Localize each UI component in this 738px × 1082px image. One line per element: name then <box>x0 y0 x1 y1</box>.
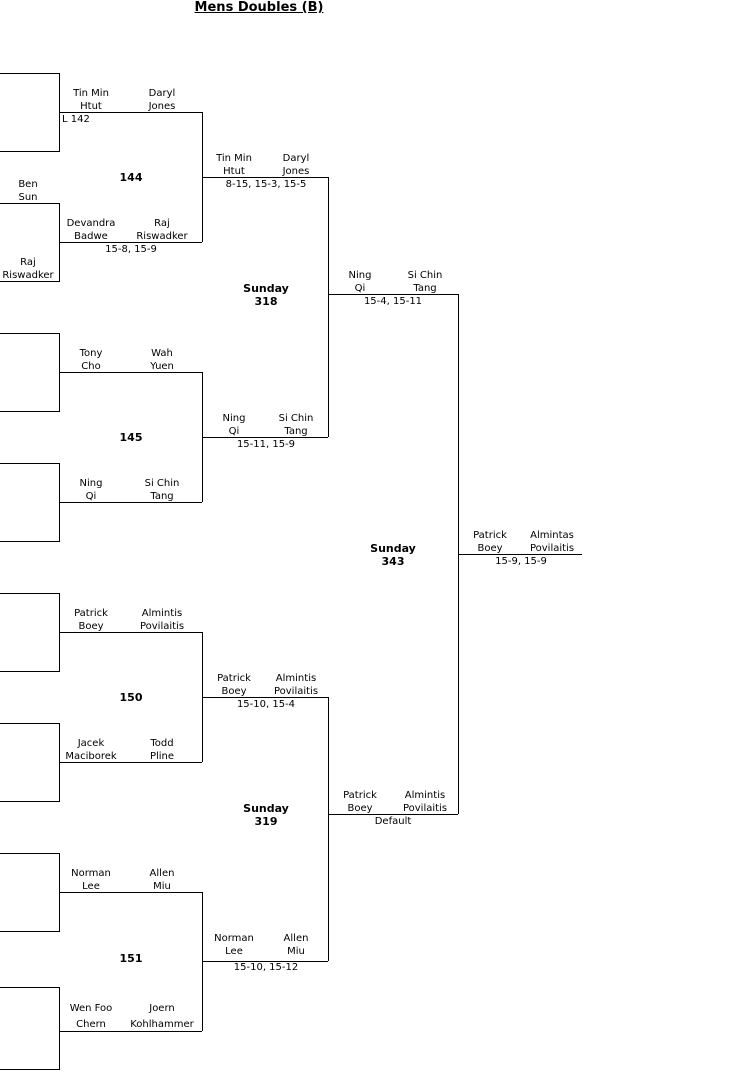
player-name: Almintis Povilaitis <box>139 608 185 632</box>
page-title: Mens Doubles (B) <box>194 0 324 15</box>
player-name: Almintas Povilaitis <box>529 530 575 554</box>
player-name: Todd Pline <box>149 738 175 762</box>
player-name: Wah Yuen <box>150 348 174 372</box>
player-name: Daryl Jones <box>282 153 310 177</box>
player-name: Si Chin Tang <box>278 413 314 437</box>
player-name: Tin Min Htut <box>73 88 109 112</box>
player-name: Tin Min Htut <box>216 153 252 177</box>
player-name: Si Chin Tang <box>407 270 443 294</box>
player-name: Daryl Jones <box>148 88 176 112</box>
match-score: 8-15, 15-3, 15-5 <box>225 179 307 190</box>
player-name: Almintis Povilaitis <box>402 790 448 814</box>
match-day: Sunday <box>243 282 289 295</box>
player-name: Raj Riswadker <box>136 218 188 242</box>
match-number: 150 <box>119 691 143 704</box>
match-day: Sunday <box>243 802 289 815</box>
match-number: 343 <box>381 555 405 568</box>
player-name: Jacek Maciborek <box>65 738 117 762</box>
match-score: 15-9, 15-9 <box>495 556 547 567</box>
match-score: 15-10, 15-4 <box>236 699 296 710</box>
player-name: Ning Qi <box>348 270 372 294</box>
player-name: Allen Miu <box>283 933 309 957</box>
player-name: Raj Riswadker <box>2 257 54 281</box>
player-name: Ning Qi <box>79 478 103 502</box>
player-name: Wen Foo Chern <box>69 1003 113 1030</box>
player-name: Patrick Boey <box>343 790 377 814</box>
loser-note: L 142 <box>62 114 90 125</box>
player-name: Tony Cho <box>79 348 103 372</box>
player-name: Norman Lee <box>71 868 111 892</box>
match-number: 151 <box>119 952 143 965</box>
match-score: 15-11, 15-9 <box>236 439 296 450</box>
player-name: Devandra Badwe <box>66 218 116 242</box>
match-score: 15-10, 15-12 <box>233 962 299 973</box>
match-number: 144 <box>119 171 143 184</box>
match-number: 145 <box>119 431 143 444</box>
match-score: 15-4, 15-11 <box>363 296 423 307</box>
match-score: Default <box>374 816 412 827</box>
match-number: 319 <box>254 815 278 828</box>
player-name: Ning Qi <box>222 413 246 437</box>
player-name: Allen Miu <box>149 868 175 892</box>
match-number: 318 <box>254 295 278 308</box>
player-name: Patrick Boey <box>74 608 108 632</box>
player-name: Si Chin Tang <box>144 478 180 502</box>
player-name: Joern Kohlhammer <box>130 1003 194 1030</box>
player-name: Patrick Boey <box>217 673 251 697</box>
player-name: Patrick Boey <box>473 530 507 554</box>
player-name: Almintis Povilaitis <box>273 673 319 697</box>
match-score: 15-8, 15-9 <box>105 244 157 255</box>
match-day: Sunday <box>370 542 416 555</box>
player-name: Ben Sun <box>18 179 38 203</box>
player-name: Norman Lee <box>214 933 254 957</box>
